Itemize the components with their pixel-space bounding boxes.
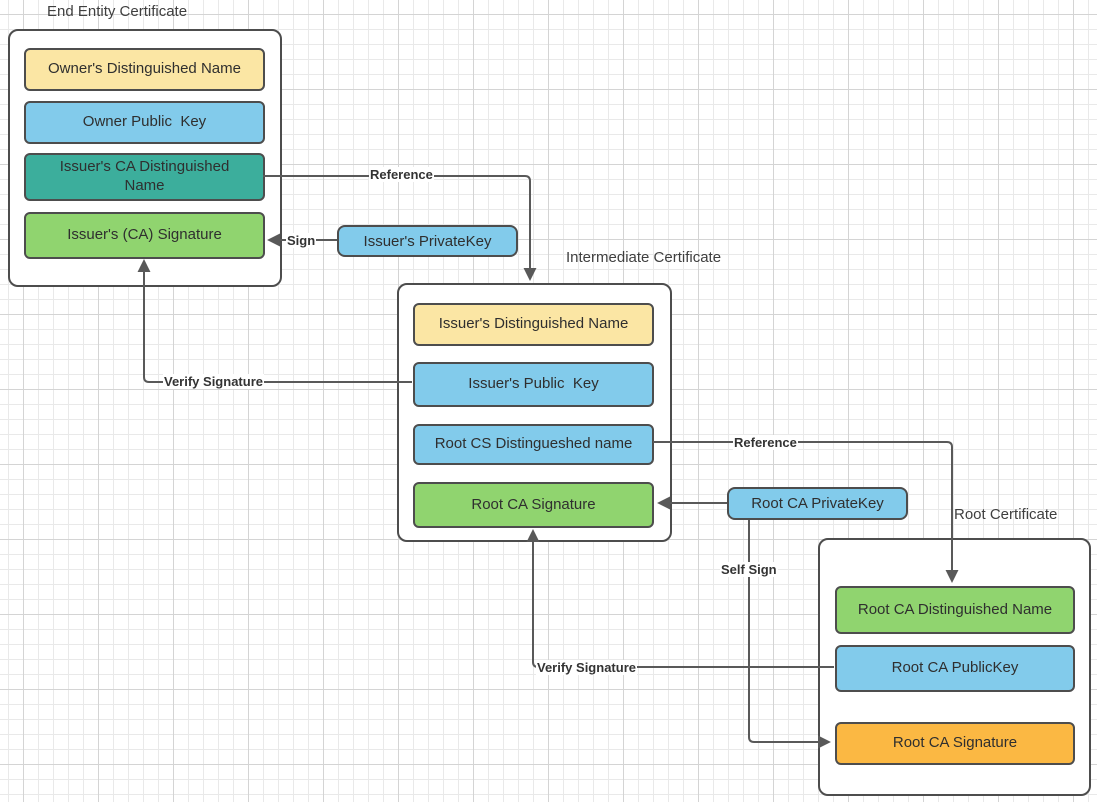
node-root-ca-privatekey: Root CA PrivateKey [727,487,908,520]
node-issuers-public-key: Issuer's Public Key [413,362,654,407]
intermediate-certificate-title: Intermediate Certificate [566,249,722,266]
edge-label-verify-signature-2: Verify Signature [536,660,637,675]
edge-label-reference-1: Reference [369,167,434,182]
node-owner-public-key: Owner Public Key [24,101,265,144]
end-entity-certificate-group: Owner's Distinguished Name Owner Public … [8,29,282,287]
node-issuers-ca-distinguished-name: Issuer's CA Distinguished Name [24,153,265,201]
node-issuers-privatekey: Issuer's PrivateKey [337,225,518,257]
root-certificate-title: Root Certificate [954,506,1058,523]
node-issuers-distinguished-name: Issuer's Distinguished Name [413,303,654,346]
edge-label-reference-2: Reference [733,435,798,450]
root-certificate-group: Root CA Distinguished Name Root CA Publi… [818,538,1091,796]
intermediate-certificate-group: Issuer's Distinguished Name Issuer's Pub… [397,283,672,542]
node-issuers-ca-signature: Issuer's (CA) Signature [24,212,265,259]
node-owners-distinguished-name: Owner's Distinguished Name [24,48,265,91]
node-root-ca-signature-root: Root CA Signature [835,722,1075,765]
edge-label-verify-signature-1: Verify Signature [163,374,264,389]
end-entity-certificate-title: End Entity Certificate [47,3,188,20]
node-root-ca-distinguished-name: Root CA Distinguished Name [835,586,1075,634]
node-root-ca-signature-intermediate: Root CA Signature [413,482,654,528]
edge-label-sign: Sign [286,233,317,248]
connector-self-sign [748,520,831,749]
edge-label-self-sign: Self Sign [720,562,778,577]
node-root-ca-publickey: Root CA PublicKey [835,645,1075,692]
node-root-cs-distingueshed-name: Root CS Distingueshed name [413,424,654,465]
connector-verify-signature-2 [526,529,834,668]
